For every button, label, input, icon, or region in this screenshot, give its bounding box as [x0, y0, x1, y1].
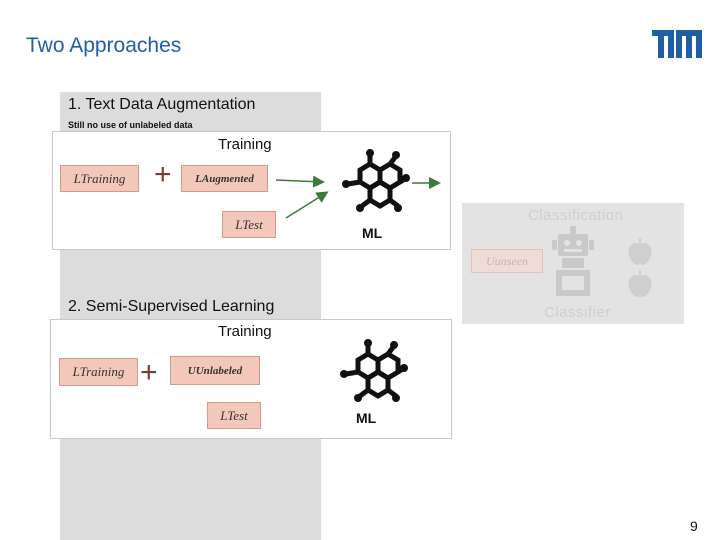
chip-l-test-1: LTest: [222, 211, 276, 238]
chip-l-training-1-text: LTraining: [73, 170, 126, 186]
section1-subheading: Still no use of unlabeled data: [68, 120, 193, 130]
chip-u-unseen: Uunseen: [471, 249, 543, 273]
robot-icon: [552, 226, 594, 296]
plus-sign-2: +: [140, 356, 158, 389]
section1-ml-label: ML: [362, 225, 383, 241]
chip-l-augmented-text: LAugmented: [195, 172, 254, 185]
section2-heading: 2. Semi-Supervised Learning: [68, 298, 275, 315]
chip-l-test-2-text: LTest: [220, 407, 248, 423]
tum-logo: [652, 30, 702, 58]
chip-u-unlabeled-text: UUnlabeled: [187, 364, 243, 377]
chip-l-training-2: LTraining: [59, 358, 138, 386]
chip-l-training-2-text: LTraining: [72, 364, 125, 379]
neural-network-icon: [342, 149, 410, 212]
apple-icon: [628, 238, 652, 297]
section2-ml-label: ML: [356, 410, 377, 426]
chip-l-test-1-text: LTest: [235, 216, 263, 232]
page-number: 9: [690, 518, 698, 534]
section1-training-label: Training: [218, 136, 272, 153]
plus-sign-1: +: [154, 158, 172, 191]
chip-l-test-2: LTest: [207, 402, 261, 429]
slide-title: Two Approaches: [26, 34, 182, 57]
classifier-label: Classifier: [544, 304, 611, 321]
classification-title: Classification: [528, 207, 624, 224]
section1-heading: 1. Text Data Augmentation: [68, 96, 256, 113]
neural-network-icon: [340, 339, 408, 402]
chip-u-unlabeled: UUnlabeled: [170, 356, 260, 385]
chip-l-augmented: LAugmented: [181, 165, 268, 192]
chip-l-training-1: LTraining: [60, 165, 139, 192]
section2-training-label: Training: [218, 323, 272, 340]
chip-u-unseen-text: Uunseen: [486, 253, 528, 268]
